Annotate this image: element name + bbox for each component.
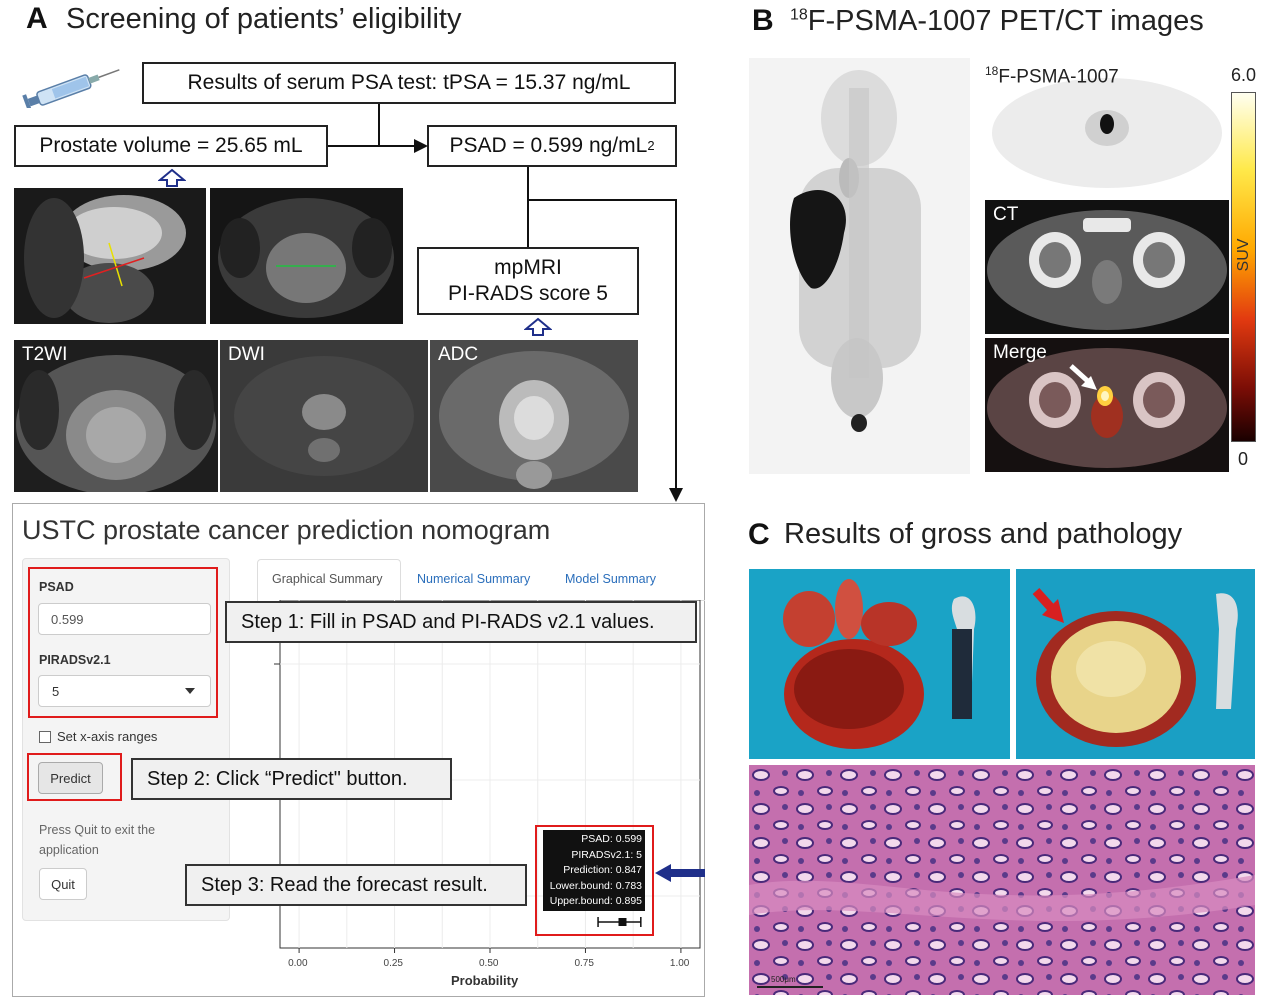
- suv-color-bar: [1231, 92, 1256, 442]
- merge-label: Merge: [993, 342, 1047, 363]
- gross-specimen-image: [749, 569, 1010, 759]
- syringe-icon: [22, 69, 120, 108]
- panel-c-letter: C: [748, 518, 770, 551]
- axial-mri-image: [210, 188, 403, 324]
- pet-label: 18F-PSMA-1007: [985, 64, 1119, 88]
- prediction-errorbar: [597, 917, 642, 927]
- panel-b-letter: B: [752, 4, 774, 37]
- connector: [675, 199, 677, 489]
- tooltip-prediction: Prediction: 0.847: [563, 864, 642, 876]
- step1-callout: Step 1: Fill in PSAD and PI-RADS v2.1 va…: [225, 601, 697, 643]
- x-tick-label: 0.75: [574, 958, 594, 969]
- connector: [328, 145, 416, 147]
- psad-superscript: 2: [647, 137, 655, 153]
- ct-label: CT: [993, 204, 1019, 225]
- tab-model-summary[interactable]: Model Summary: [565, 572, 656, 586]
- suv-scale-label: SUV: [1235, 238, 1252, 272]
- red-arrow-icon: [1032, 587, 1064, 623]
- white-arrow-icon: [1069, 364, 1097, 390]
- hollow-up-arrow-icon: [158, 168, 186, 187]
- x-tick-label: 1.00: [669, 958, 690, 969]
- histology-image: 500μm: [749, 765, 1255, 995]
- panel-c-title: Results of gross and pathology: [784, 518, 1183, 550]
- pet-label-superscript: 18: [985, 64, 999, 78]
- step1-highlight-box: [28, 567, 218, 718]
- tooltip-pirads: PIRADSv2.1: 5: [571, 848, 642, 861]
- adc-image: ADC: [430, 340, 638, 492]
- tab-graphical-summary[interactable]: Graphical Summary: [257, 559, 401, 601]
- connector: [378, 104, 380, 146]
- adc-label: ADC: [438, 344, 479, 365]
- psa-result-box: Results of serum PSA test: tPSA = 15.37 …: [142, 62, 676, 104]
- step3-callout: Step 3: Read the forecast result.: [185, 864, 527, 906]
- step2-highlight-box: [27, 753, 122, 801]
- cut-specimen-image: [1016, 569, 1255, 759]
- dwi-label: DWI: [228, 344, 265, 365]
- pirads-select[interactable]: 5: [38, 675, 211, 707]
- quit-button[interactable]: Quit: [39, 868, 87, 900]
- psad-input[interactable]: [38, 603, 211, 635]
- tooltip-upper-bound: Upper.bound: 0.895: [549, 895, 642, 907]
- x-axis-range-checkbox[interactable]: [39, 731, 51, 743]
- merge-image: Merge: [985, 338, 1229, 472]
- pirads-select-label: PIRADSv2.1: [39, 653, 111, 667]
- panel-a-title: Screening of patients’ eligibility: [66, 3, 462, 35]
- quit-hint-text: Press Quit to exit the application: [39, 823, 156, 857]
- suv-scale-min: 0: [1238, 449, 1249, 469]
- hollow-up-arrow-icon: [524, 317, 552, 336]
- arrow-down-icon: [669, 488, 683, 502]
- tooltip-lower-bound: Lower.bound: 0.783: [549, 879, 642, 892]
- psad-text: PSAD = 0.599 ng/mL: [449, 133, 648, 157]
- pirads-select-value: 5: [52, 684, 60, 699]
- scale-bar-label: 500μm: [771, 975, 796, 984]
- psad-input-label: PSAD: [39, 580, 74, 594]
- t2wi-label: T2WI: [22, 344, 68, 365]
- nomogram-title: USTC prostate cancer prediction nomogram: [22, 515, 551, 545]
- ct-image: CT: [985, 200, 1229, 334]
- panel-a-letter: A: [26, 2, 48, 35]
- x-tick-label: 0.00: [288, 958, 308, 969]
- tab-numerical-summary[interactable]: Numerical Summary: [417, 572, 531, 586]
- pet-axial-image: 18F-PSMA-1007: [985, 58, 1229, 198]
- arrow-right-icon: [414, 139, 428, 153]
- x-axis-label: Probability: [451, 973, 519, 988]
- mpmri-line1: mpMRI: [494, 255, 562, 279]
- prostate-volume-text: Prostate volume = 25.65 mL: [39, 133, 303, 157]
- suv-scale-max: 6.0: [1231, 65, 1257, 85]
- result-tooltip: PSAD: 0.599 PIRADSv2.1: 5 Prediction: 0.…: [543, 830, 645, 911]
- sagittal-mri-image: [14, 188, 206, 324]
- dwi-image: DWI: [220, 340, 428, 492]
- predict-button[interactable]: Predict: [38, 762, 103, 794]
- step2-callout: Step 2: Click “Predict" button.: [131, 758, 452, 800]
- chevron-down-icon: [185, 688, 195, 694]
- panel-b-title-superscript: 18: [790, 6, 808, 24]
- blue-arrow-icon: [655, 864, 705, 882]
- x-tick-label: 0.25: [383, 958, 403, 969]
- psa-result-text: Results of serum PSA test: tPSA = 15.37 …: [187, 70, 631, 94]
- prostate-volume-box: Prostate volume = 25.65 mL: [14, 125, 328, 167]
- mpmri-box: mpMRI PI-RADS score 5: [417, 247, 639, 315]
- connector: [527, 167, 529, 247]
- connector: [527, 199, 677, 201]
- panel-b-title-text: F-PSMA-1007 PET/CT images: [807, 5, 1204, 37]
- mpmri-line2: PI-RADS score 5: [448, 282, 608, 305]
- t2wi-image: T2WI: [14, 340, 218, 492]
- pet-mip-image: [749, 58, 970, 474]
- pet-label-text: F-PSMA-1007: [998, 66, 1119, 88]
- panel-b-title: 18F-PSMA-1007 PET/CT images: [790, 5, 1204, 38]
- step3-highlight-box: [535, 825, 654, 936]
- x-tick-label: 0.50: [479, 958, 499, 969]
- tooltip-psad: PSAD: 0.599: [581, 833, 642, 845]
- x-axis-range-label: Set x-axis ranges: [57, 729, 158, 744]
- tab-graphical-summary-label: Graphical Summary: [272, 572, 383, 586]
- prediction-point: [618, 918, 627, 926]
